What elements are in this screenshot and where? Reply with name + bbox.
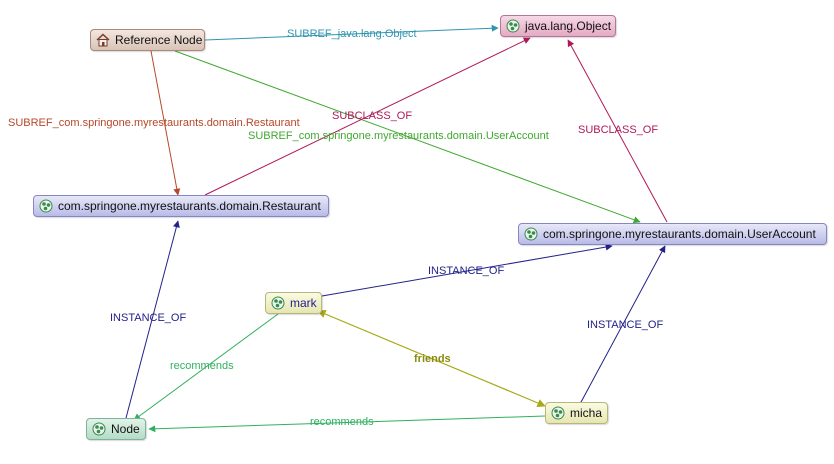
node-label: Node bbox=[111, 422, 140, 436]
edge-label-instance-node: INSTANCE_OF bbox=[110, 312, 187, 324]
edge-label-recommends-micha: recommends bbox=[310, 416, 374, 428]
edge-instance-mark[interactable] bbox=[321, 243, 613, 297]
edge-instance-micha[interactable] bbox=[579, 245, 666, 405]
node-cluster-icon bbox=[39, 199, 53, 213]
edge-subclass-restaurant[interactable] bbox=[204, 37, 531, 196]
edge-subref-object[interactable] bbox=[204, 24, 499, 41]
edge-recommends-micha[interactable] bbox=[148, 415, 546, 433]
node-cluster-icon bbox=[524, 227, 538, 241]
node-cluster-icon bbox=[92, 422, 106, 436]
edge-instance-node[interactable] bbox=[125, 220, 180, 419]
edge-label-friends: friends bbox=[414, 353, 451, 365]
edge-label-subclass-useraccount: SUBCLASS_OF bbox=[578, 124, 659, 136]
edge-label-subref-object: SUBREF_java.lang.Object bbox=[287, 28, 417, 40]
edge-label-instance-micha: INSTANCE_OF bbox=[587, 319, 664, 331]
edge-subref-useraccount[interactable] bbox=[174, 50, 641, 224]
edge-label-subref-restaurant: SUBREF_com.springone.myrestaurants.domai… bbox=[8, 117, 300, 129]
edge-subref-restaurant[interactable] bbox=[150, 50, 181, 196]
edge-label-recommends-mark: recommends bbox=[170, 360, 234, 372]
restaurant-type-node[interactable]: com.springone.myrestaurants.domain.Resta… bbox=[33, 195, 329, 217]
edge-subclass-useraccount[interactable] bbox=[567, 39, 668, 223]
node-label: micha bbox=[570, 406, 603, 420]
house-icon bbox=[96, 33, 110, 47]
node-cluster-icon bbox=[551, 406, 565, 420]
reference-node[interactable]: Reference Node bbox=[90, 29, 205, 51]
mark-node[interactable]: mark bbox=[265, 292, 322, 314]
node-node[interactable]: Node bbox=[86, 418, 146, 440]
java-lang-object-node[interactable]: java.lang.Object bbox=[500, 15, 616, 37]
edge-label-subref-useraccount: SUBREF_com.springone.myrestaurants.domai… bbox=[248, 130, 549, 142]
edge-label-instance-mark: INSTANCE_OF bbox=[428, 265, 505, 277]
useraccount-type-node[interactable]: com.springone.myrestaurants.domain.UserA… bbox=[518, 223, 827, 245]
node-label: com.springone.myrestaurants.domain.Resta… bbox=[58, 199, 321, 213]
node-label: com.springone.myrestaurants.domain.UserA… bbox=[543, 227, 816, 241]
node-label: Reference Node bbox=[115, 33, 203, 47]
edge-friends[interactable] bbox=[317, 310, 546, 407]
edge-recommends-mark[interactable] bbox=[133, 313, 279, 421]
node-label: mark bbox=[290, 296, 317, 310]
node-cluster-icon bbox=[506, 19, 520, 33]
edge-label-subclass-restaurant: SUBCLASS_OF bbox=[332, 110, 413, 122]
node-cluster-icon bbox=[271, 296, 285, 310]
node-label: java.lang.Object bbox=[525, 19, 612, 33]
micha-node[interactable]: micha bbox=[545, 402, 608, 424]
